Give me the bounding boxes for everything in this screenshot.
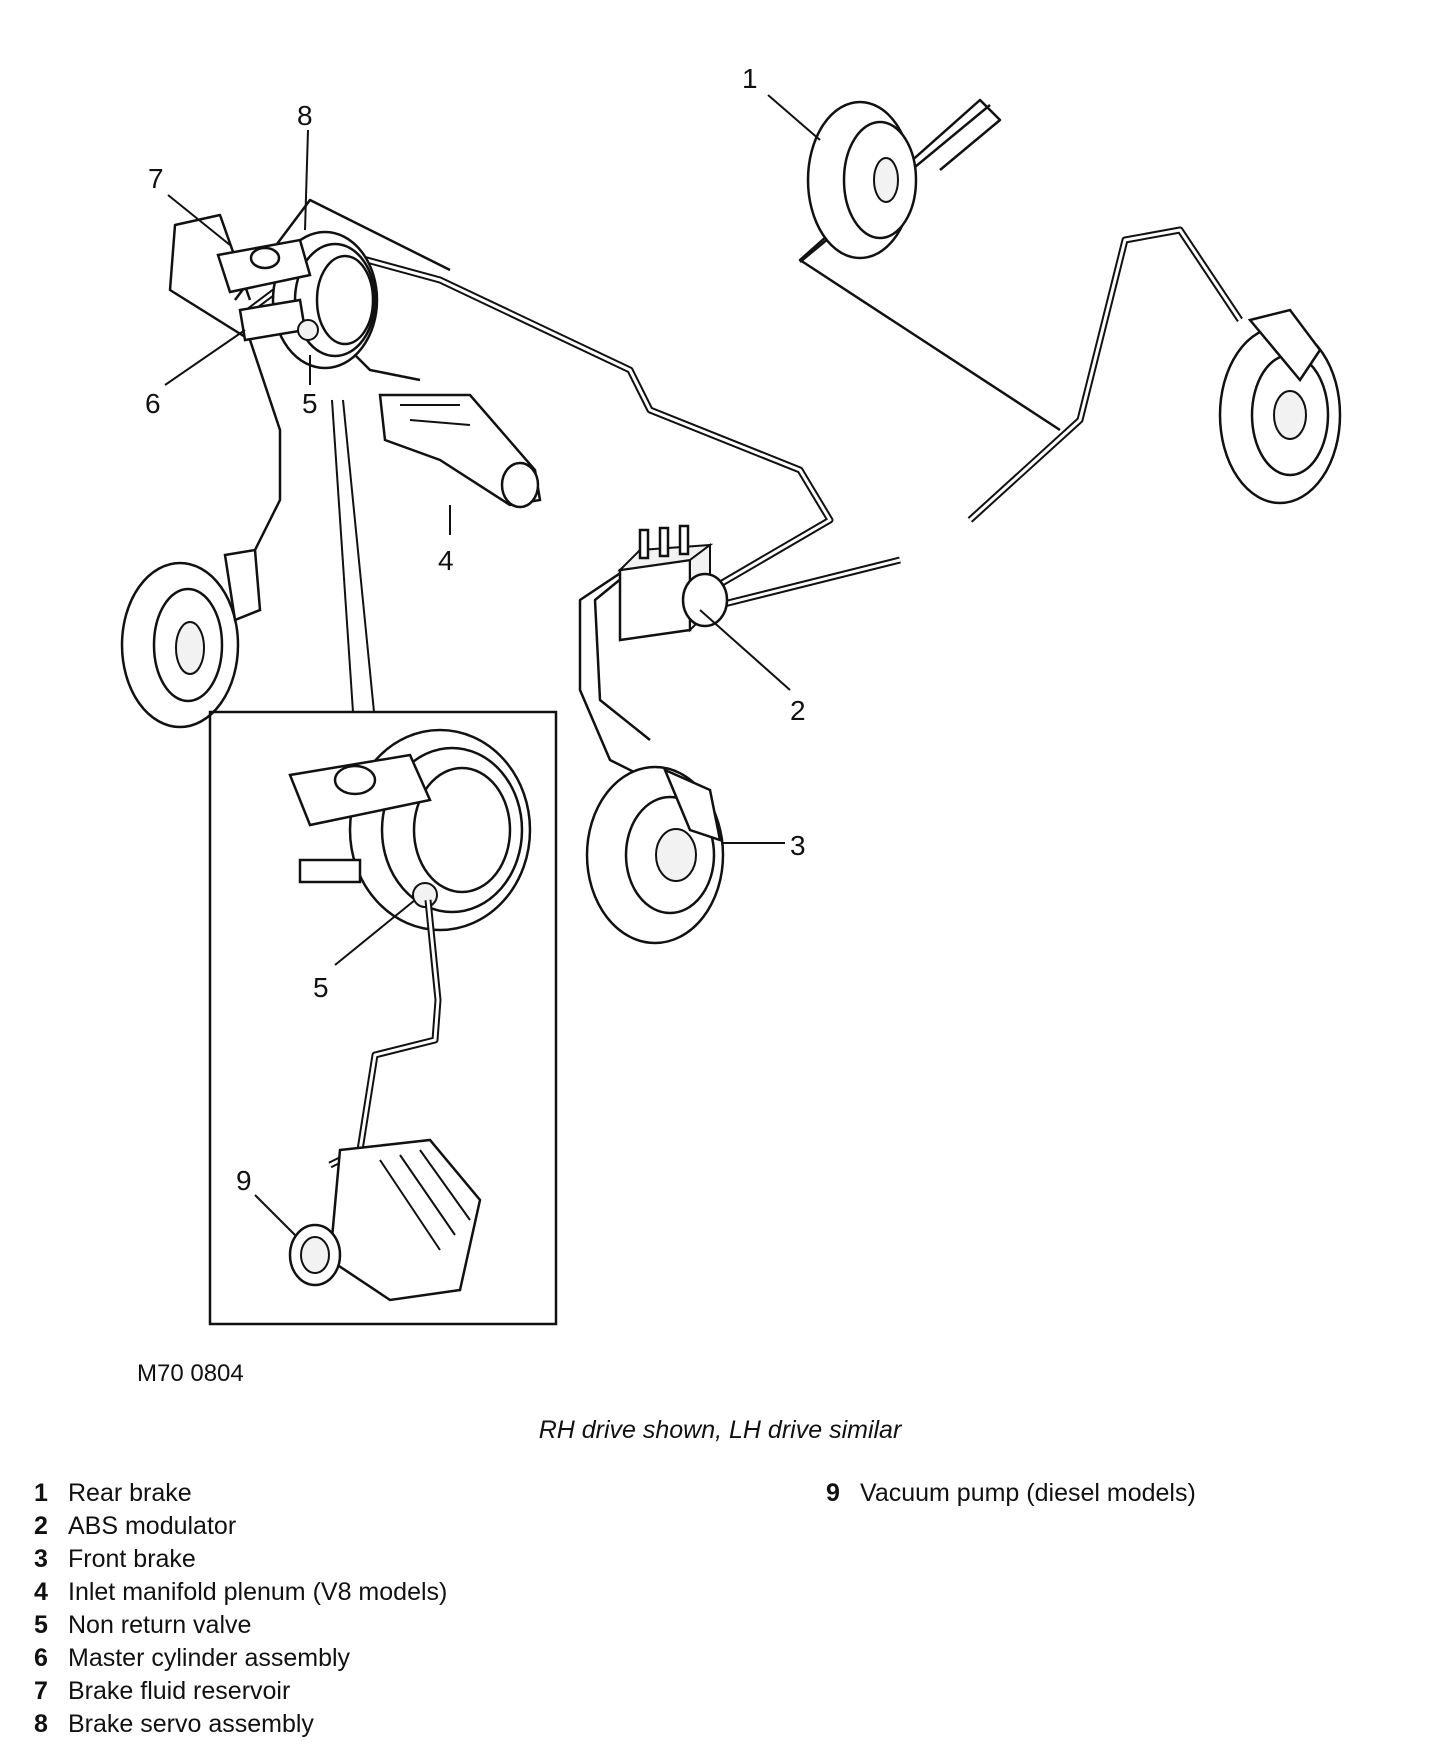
leader-lines [164, 94, 821, 1236]
rear-brake-lh [1218, 308, 1342, 505]
callout-2: 2 [790, 695, 806, 726]
figure-caption: RH drive shown, LH drive similar [538, 1416, 902, 1444]
inset-master-cylinder [288, 753, 438, 908]
inset-vacuum-pump [288, 1138, 482, 1302]
callout-7: 7 [148, 163, 164, 194]
front-brake-rh [585, 765, 725, 945]
rear-brake-rh [806, 100, 918, 260]
callout-8: 8 [297, 100, 313, 131]
callout-numbers: 1 2 3 4 5 6 7 8 5 9 [145, 63, 806, 1196]
callout-3: 3 [790, 830, 806, 861]
abs-modulator [617, 524, 729, 642]
front-brake-lh [120, 548, 262, 729]
callout-1: 1 [742, 63, 758, 94]
inlet-manifold-plenum [378, 393, 542, 509]
callout-5-inset: 5 [313, 972, 329, 1003]
callout-4: 4 [438, 545, 454, 576]
brake-fluid-reservoir [216, 238, 312, 294]
figure-reference: M70 0804 [137, 1360, 244, 1387]
callout-5-main: 5 [302, 388, 318, 419]
inset-frame [208, 710, 558, 1326]
callout-6: 6 [145, 388, 161, 419]
inset-vacuum-pipe [328, 899, 442, 1169]
brake-pipes [168, 98, 1243, 792]
callout-9: 9 [236, 1165, 252, 1196]
